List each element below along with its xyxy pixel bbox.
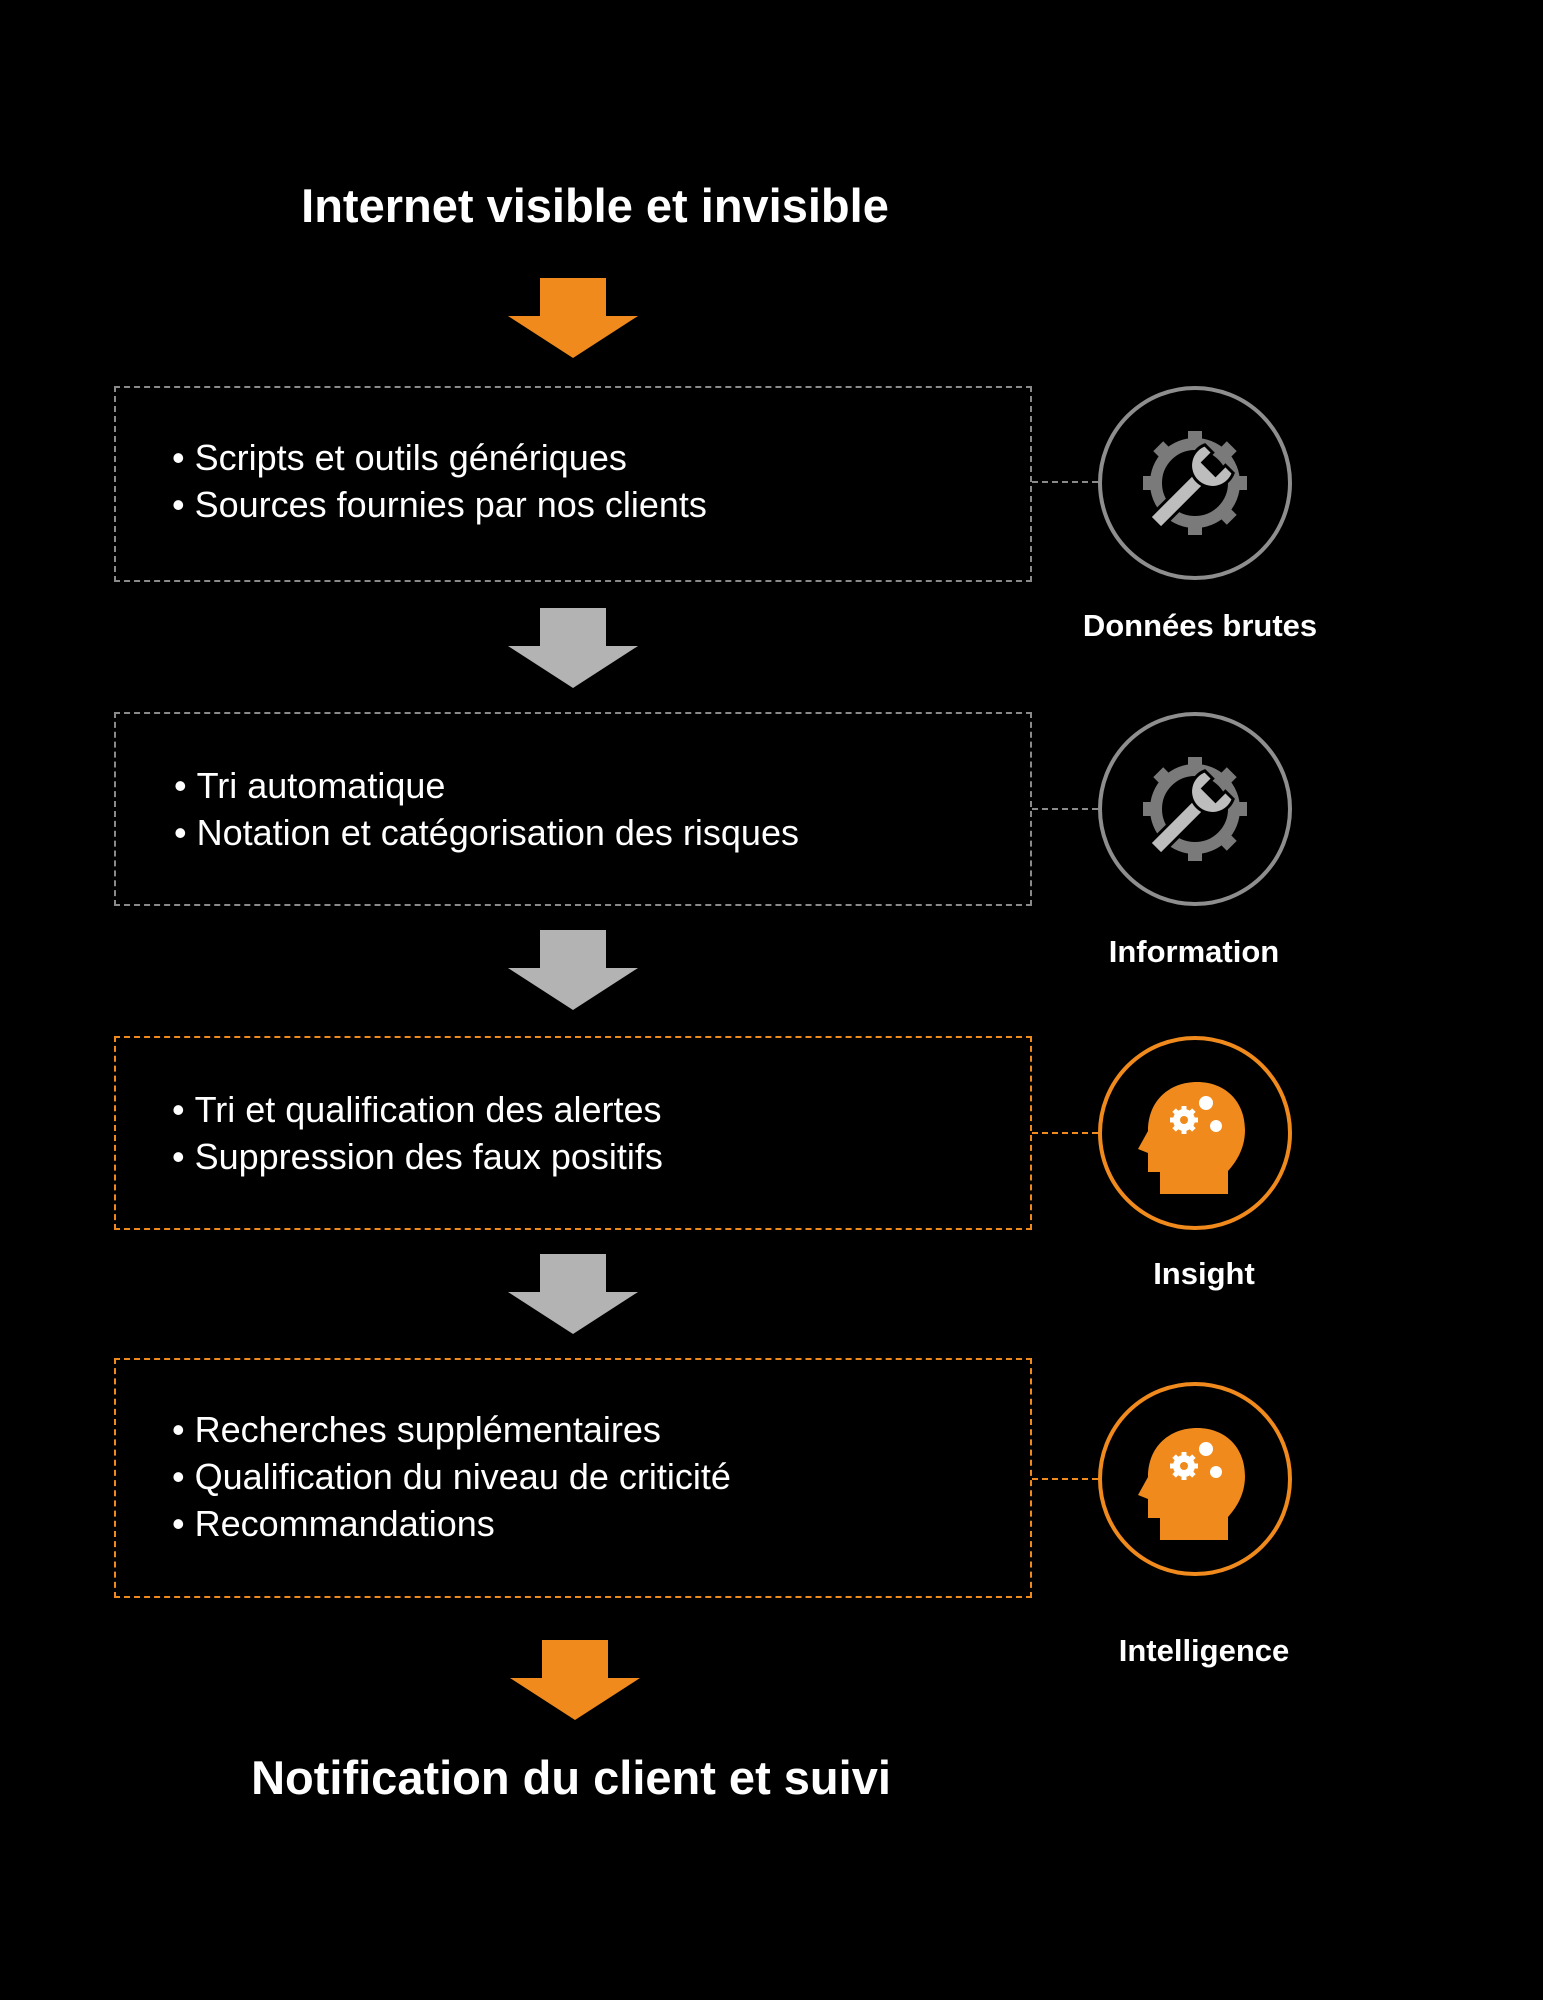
list-item: Recherches supplémentaires (172, 1406, 731, 1453)
stage-box-insight: Tri et qualification des alertes Suppres… (114, 1036, 1032, 1230)
connector-line (1032, 1132, 1098, 1134)
connector-line (1032, 808, 1098, 810)
stage-item-list: Scripts et outils génériques Sources fou… (172, 434, 707, 528)
head-gears-icon (1138, 1082, 1245, 1194)
stage-box-intelligence: Recherches supplémentaires Qualification… (114, 1358, 1032, 1598)
arrow-down-gray-icon (508, 608, 638, 688)
arrow-down-orange-icon (510, 1640, 640, 1720)
list-item: Recommandations (172, 1500, 731, 1547)
stage-label: Information (1108, 934, 1280, 969)
head-gears-icon (1138, 1428, 1245, 1540)
page-title: Internet visible et invisible (301, 179, 889, 232)
stage-circle-insight (1098, 1036, 1292, 1230)
list-item: Tri automatique (174, 762, 799, 809)
list-item: Tri et qualification des alertes (172, 1086, 663, 1133)
final-step-title: Notification du client et suivi (251, 1751, 891, 1804)
arrow-down-gray-icon (508, 1254, 638, 1334)
list-item: Notation et catégorisation des risques (174, 809, 799, 856)
stage-circle-raw-data (1098, 386, 1292, 580)
list-item: Qualification du niveau de criticité (172, 1453, 731, 1500)
list-item: Scripts et outils génériques (172, 434, 707, 481)
stage-circle-intelligence (1098, 1382, 1292, 1576)
stage-circle-information (1098, 712, 1292, 906)
arrow-down-gray-icon (508, 930, 638, 1010)
arrow-down-orange-icon (508, 278, 638, 358)
stage-item-list: Recherches supplémentaires Qualification… (172, 1406, 731, 1547)
stage-item-list: Tri et qualification des alertes Suppres… (172, 1086, 663, 1180)
gear-wrench-icon (1143, 757, 1247, 861)
connector-line (1032, 481, 1098, 483)
list-item: Sources fournies par nos clients (172, 481, 707, 528)
connector-line (1032, 1478, 1098, 1480)
stage-item-list: Tri automatique Notation et catégorisati… (174, 762, 799, 856)
stage-label: Données brutes (1082, 608, 1318, 643)
stage-label: Insight (1153, 1256, 1255, 1291)
stage-box-information: Tri automatique Notation et catégorisati… (114, 712, 1032, 906)
gear-wrench-icon (1143, 431, 1247, 535)
stage-label: Intelligence (1118, 1633, 1290, 1668)
stage-box-raw-data: Scripts et outils génériques Sources fou… (114, 386, 1032, 582)
list-item: Suppression des faux positifs (172, 1133, 663, 1180)
